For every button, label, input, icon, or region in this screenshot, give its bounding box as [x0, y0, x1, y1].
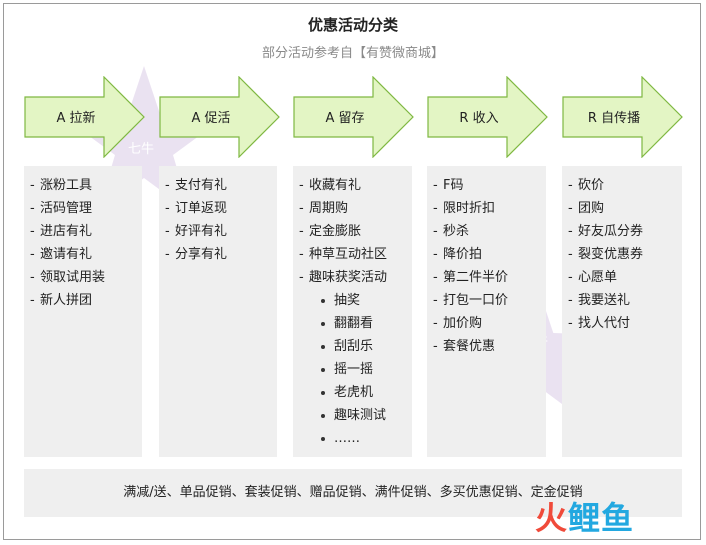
list-item: -新人拼团 — [30, 293, 93, 308]
list-item: -降价拍 — [433, 247, 483, 262]
list-item: -裂变优惠券 — [568, 247, 644, 262]
arrow-label: R 自传播 — [587, 111, 641, 126]
arrow-activation: A 促活 — [159, 76, 281, 158]
diagram-subtitle: 部分活动参考自【有赞微商城】 — [261, 46, 444, 61]
list-item: -邀请有礼 — [30, 247, 93, 262]
list-item: -好评有礼 — [165, 224, 228, 239]
bullet-icon — [321, 436, 325, 441]
list-item: -我要送礼 — [568, 293, 631, 308]
sub-list-item: 抽奖 — [299, 289, 412, 312]
bullet-icon — [321, 413, 325, 418]
arrow-label: A 拉新 — [56, 111, 96, 126]
column-revenue: -F码 -限时折扣 -秒杀 -降价拍 -第二件半价 -打包一口价 -加价购 -套… — [427, 166, 546, 457]
arrow-shape-icon — [159, 76, 280, 158]
arrow-label: A 促活 — [191, 111, 231, 126]
list-item: -订单返现 — [165, 201, 228, 216]
watermark-star-left — [70, 66, 218, 212]
arrow-shape-icon — [427, 76, 548, 158]
list-item: -套餐优惠 — [433, 339, 496, 354]
list-item: -打包一口价 — [433, 293, 509, 308]
bullet-icon — [321, 321, 325, 326]
column-referral: -砍价 -团购 -好友瓜分券 -裂变优惠券 -心愿单 -我要送礼 -找人代付 — [562, 166, 682, 457]
list-item: -F码 — [433, 178, 464, 193]
column-retention: -收藏有礼 -周期购 -定金膨胀 -种草互动社区 -趣味获奖活动 抽奖 翻翻看 … — [293, 166, 412, 457]
sub-list-item: 老虎机 — [299, 381, 412, 404]
arrow-label: A 留存 — [325, 111, 365, 126]
sub-list-item: …… — [299, 427, 412, 450]
list-item: -进店有礼 — [30, 224, 93, 239]
list-item: -支付有礼 — [165, 178, 228, 193]
list-item: -心愿单 — [568, 270, 618, 285]
list-item: -找人代付 — [568, 316, 631, 331]
list-item: -趣味获奖活动 — [299, 270, 388, 285]
sub-list-item: 刮刮乐 — [299, 335, 412, 358]
list-item: -分享有礼 — [165, 247, 228, 262]
list-item: -定金膨胀 — [299, 224, 362, 239]
list-item: -加价购 — [433, 316, 483, 331]
column-activation: -支付有礼 -订单返现 -好评有礼 -分享有礼 — [159, 166, 277, 457]
list-item: -秒杀 — [433, 224, 470, 239]
arrow-shape-icon — [293, 76, 414, 158]
arrow-referral: R 自传播 — [562, 76, 684, 158]
bullet-icon — [321, 344, 325, 349]
arrow-acquisition: A 拉新 — [24, 76, 146, 158]
list-item: -种草互动社区 — [299, 247, 388, 262]
list-item: -周期购 — [299, 201, 349, 216]
arrow-shape-icon — [562, 76, 683, 158]
arrow-label: R 收入 — [459, 111, 499, 126]
arrow-retention: A 留存 — [293, 76, 415, 158]
list-item: -领取试用装 — [30, 270, 106, 285]
bullet-icon — [321, 367, 325, 372]
list-item: -限时折扣 — [433, 201, 496, 216]
column-acquisition: -涨粉工具 -活码管理 -进店有礼 -邀请有礼 -领取试用装 -新人拼团 — [24, 166, 142, 457]
list-item: -第二件半价 — [433, 270, 509, 285]
watermark-text-left: 七牛 — [128, 142, 155, 157]
sub-list-item: 翻翻看 — [299, 312, 412, 335]
bottom-promotions-bar: 满减/送、单品促销、套装促销、赠品促销、满件促销、多买优惠促销、定金促销 — [24, 469, 682, 517]
sub-list-item: 摇一摇 — [299, 358, 412, 381]
list-item: -好友瓜分券 — [568, 224, 644, 239]
list-item: -活码管理 — [30, 201, 93, 216]
bullet-icon — [321, 390, 325, 395]
list-item: -涨粉工具 — [30, 178, 93, 193]
diagram-title: 优惠活动分类 — [307, 16, 398, 34]
bullet-icon — [321, 298, 325, 303]
list-item: -团购 — [568, 201, 605, 216]
list-item: -砍价 — [568, 178, 605, 193]
sub-list-item: 趣味测试 — [299, 404, 412, 427]
list-item: -收藏有礼 — [299, 178, 362, 193]
brand-logo: 火鲤鱼 — [535, 499, 635, 537]
arrow-shape-icon — [24, 76, 145, 158]
arrow-revenue: R 收入 — [427, 76, 549, 158]
